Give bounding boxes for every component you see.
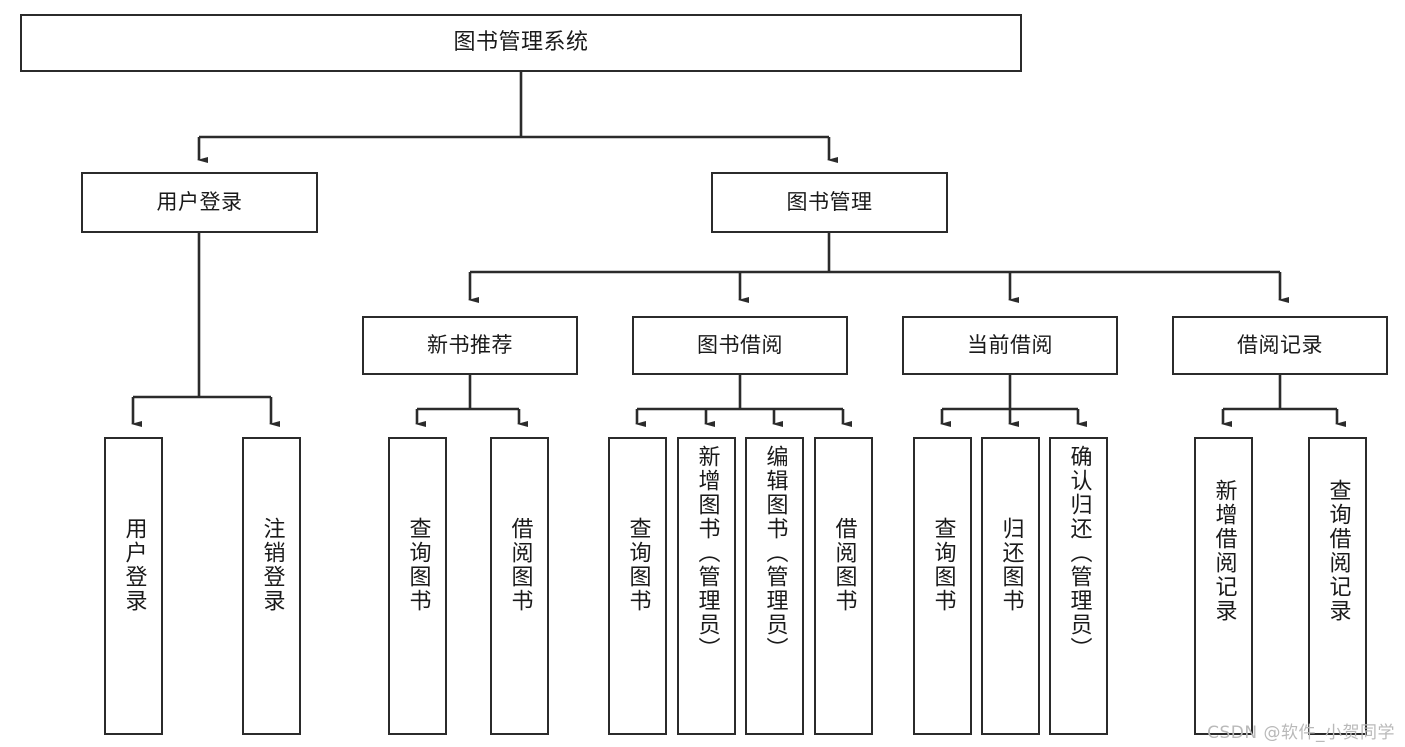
node-new-book-recommendation[interactable]: 新书推荐 [362, 316, 578, 375]
node-current-borrowing[interactable]: 当前借阅 [902, 316, 1118, 375]
node-label: 图书管理 [786, 190, 873, 215]
node-label: 借阅图书 [507, 517, 533, 613]
node-label: 图书管理系统 [453, 30, 589, 56]
leaf-add-book-admin[interactable]: 新增图书（管理员） [677, 437, 736, 735]
node-root-library-management-system[interactable]: 图书管理系统 [20, 14, 1022, 72]
node-label: 新书推荐 [427, 333, 513, 358]
node-user-login[interactable]: 用户登录 [81, 172, 318, 233]
node-label: 查询图书 [625, 517, 651, 613]
node-label: 图书借阅 [697, 333, 783, 358]
node-label: 新增借阅记录 [1211, 479, 1237, 623]
node-label: 查询图书 [405, 517, 431, 613]
node-label: 查询借阅记录 [1325, 479, 1351, 623]
node-label: 用户登录 [121, 517, 147, 613]
leaf-add-borrow-record[interactable]: 新增借阅记录 [1194, 437, 1253, 735]
leaf-borrow-books-borrowing[interactable]: 借阅图书 [814, 437, 873, 735]
node-label: 归还图书 [998, 517, 1024, 613]
leaf-borrow-books-recommendation[interactable]: 借阅图书 [490, 437, 549, 735]
node-label: 借阅记录 [1237, 333, 1323, 358]
node-book-management[interactable]: 图书管理 [711, 172, 948, 233]
node-label: 确认归还（管理员） [1066, 445, 1092, 661]
node-label: 注销登录 [259, 517, 285, 613]
node-label: 用户登录 [156, 190, 243, 215]
node-label: 当前借阅 [967, 333, 1053, 358]
node-book-borrowing[interactable]: 图书借阅 [632, 316, 848, 375]
node-label: 编辑图书（管理员） [762, 445, 788, 661]
leaf-query-books-recommendation[interactable]: 查询图书 [388, 437, 447, 735]
leaf-logout-login[interactable]: 注销登录 [242, 437, 301, 735]
leaf-query-books-borrowing[interactable]: 查询图书 [608, 437, 667, 735]
leaf-query-borrow-record[interactable]: 查询借阅记录 [1308, 437, 1367, 735]
node-label: 借阅图书 [831, 517, 857, 613]
leaf-return-books[interactable]: 归还图书 [981, 437, 1040, 735]
node-label: 新增图书（管理员） [694, 445, 720, 661]
leaf-edit-book-admin[interactable]: 编辑图书（管理员） [745, 437, 804, 735]
leaf-user-login[interactable]: 用户登录 [104, 437, 163, 735]
leaf-confirm-return-admin[interactable]: 确认归还（管理员） [1049, 437, 1108, 735]
node-borrowing-records[interactable]: 借阅记录 [1172, 316, 1388, 375]
leaf-query-books-current[interactable]: 查询图书 [913, 437, 972, 735]
watermark-text: CSDN @软件_小贺同学 [1207, 723, 1395, 743]
node-label: 查询图书 [930, 517, 956, 613]
